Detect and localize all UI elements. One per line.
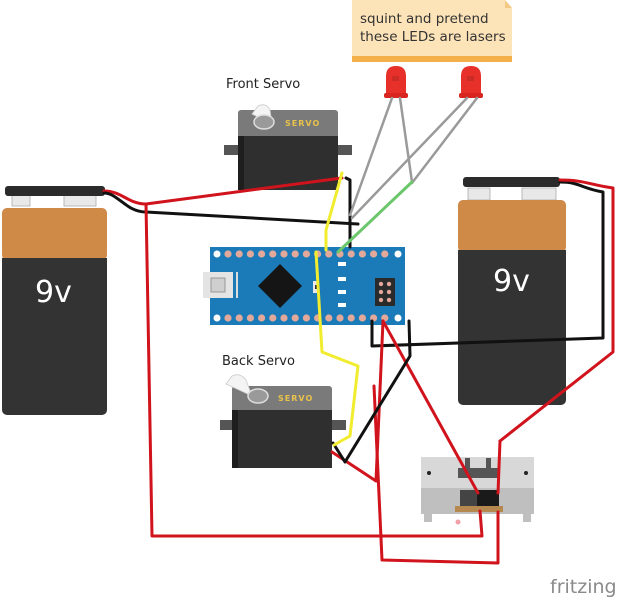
arduino-nano[interactable] xyxy=(203,247,405,325)
wire-led-lead[interactable] xyxy=(348,96,394,217)
servo-mount-tab xyxy=(224,145,240,155)
front-servo[interactable]: SERVO xyxy=(224,104,352,190)
servo-brand: SERVO xyxy=(278,394,313,403)
icsp-pin xyxy=(386,297,392,303)
battery-label: 9v xyxy=(493,264,530,299)
battery-body xyxy=(458,250,566,405)
icsp-pin xyxy=(378,281,384,287)
led-2[interactable] xyxy=(459,66,483,98)
header-pin xyxy=(269,314,277,322)
header-pin xyxy=(325,250,333,258)
header-pin xyxy=(325,314,333,322)
back-servo[interactable]: SERVO xyxy=(220,374,346,468)
servo-body xyxy=(232,410,332,468)
header-pin xyxy=(358,250,366,258)
wire-power[interactable] xyxy=(102,176,344,206)
header-pin xyxy=(280,250,288,258)
header-pin xyxy=(258,250,266,258)
wire-power[interactable] xyxy=(144,202,484,538)
slide-switch[interactable] xyxy=(421,457,534,525)
wire-power[interactable] xyxy=(381,319,480,495)
battery-left[interactable]: 9v xyxy=(2,186,107,415)
note-fold xyxy=(505,0,512,8)
header-pin xyxy=(291,314,299,322)
wire-led-signal[interactable] xyxy=(336,180,414,254)
header-pin xyxy=(258,314,266,322)
arduino-board xyxy=(210,247,405,325)
wire-ground[interactable] xyxy=(344,176,352,249)
header-pin xyxy=(302,250,310,258)
note-line-1: squint and pretend xyxy=(360,11,489,27)
battery-body xyxy=(2,258,107,415)
header-pins-bottom xyxy=(224,314,389,322)
icsp-pin xyxy=(386,281,392,287)
header-pin xyxy=(358,314,366,322)
note-bar xyxy=(352,56,512,62)
wires xyxy=(102,96,615,565)
battery-terminal xyxy=(521,187,557,201)
header-pin xyxy=(269,250,277,258)
header-pin xyxy=(224,250,232,258)
wire-power[interactable] xyxy=(498,178,615,443)
switch-slider[interactable] xyxy=(477,490,499,506)
header-pin xyxy=(381,250,389,258)
annotation-note: squint and pretend these LEDs are lasers xyxy=(352,0,512,62)
servo-horn xyxy=(225,374,253,397)
icsp-pin xyxy=(386,289,392,295)
led-body xyxy=(386,66,406,97)
wire-led-lead[interactable] xyxy=(410,96,479,185)
led-indicator xyxy=(338,303,346,307)
icsp-header xyxy=(375,278,395,306)
header-pin xyxy=(336,314,344,322)
note-line-2: these LEDs are lasers xyxy=(360,29,506,45)
wire-led-lead[interactable] xyxy=(398,96,414,184)
led-body xyxy=(461,66,481,97)
wire-power[interactable] xyxy=(496,439,502,495)
battery-connector xyxy=(5,186,105,196)
servo-brand: SERVO xyxy=(285,119,320,128)
header-pin xyxy=(224,314,232,322)
microcontroller-chip xyxy=(258,264,302,308)
battery-top-band xyxy=(2,208,107,260)
servo-mount-tab xyxy=(330,420,346,430)
header-pin xyxy=(246,250,254,258)
battery-top-band xyxy=(458,200,566,252)
battery-connector xyxy=(463,177,560,187)
header-pin xyxy=(347,250,355,258)
servo-mount-tab xyxy=(220,420,236,430)
header-pin xyxy=(370,250,378,258)
wire-ground[interactable] xyxy=(370,180,605,348)
led-indicator xyxy=(338,262,346,266)
led-indicator xyxy=(338,277,346,281)
wire-ground[interactable] xyxy=(102,191,360,226)
front-servo-label: Front Servo xyxy=(226,77,300,92)
header-pin xyxy=(280,314,288,322)
header-pin xyxy=(246,314,254,322)
battery-right[interactable]: 9v xyxy=(458,177,566,405)
wire-power[interactable] xyxy=(372,384,500,565)
wire-signal[interactable] xyxy=(324,171,344,252)
battery-terminal xyxy=(467,187,491,201)
led-indicator xyxy=(338,290,346,294)
header-pin xyxy=(291,250,299,258)
note-body xyxy=(352,0,512,62)
servo-shaft xyxy=(247,388,269,404)
header-pin xyxy=(347,314,355,322)
header-pin xyxy=(235,314,243,322)
back-servo-label: Back Servo xyxy=(222,354,295,369)
servo-shaft xyxy=(253,114,275,130)
icsp-pin xyxy=(378,297,384,303)
header-pins-top xyxy=(224,250,389,258)
wire-ground[interactable] xyxy=(331,319,412,464)
icsp-pin xyxy=(378,289,384,295)
battery-label: 9v xyxy=(35,275,72,310)
led-1[interactable] xyxy=(384,66,408,98)
wire-signal[interactable] xyxy=(314,250,360,447)
fritzing-watermark: fritzing xyxy=(550,576,617,598)
wire-led-lead[interactable] xyxy=(350,96,469,220)
header-pin xyxy=(235,250,243,258)
servo-mount-tab xyxy=(336,145,352,155)
header-pin xyxy=(302,314,310,322)
